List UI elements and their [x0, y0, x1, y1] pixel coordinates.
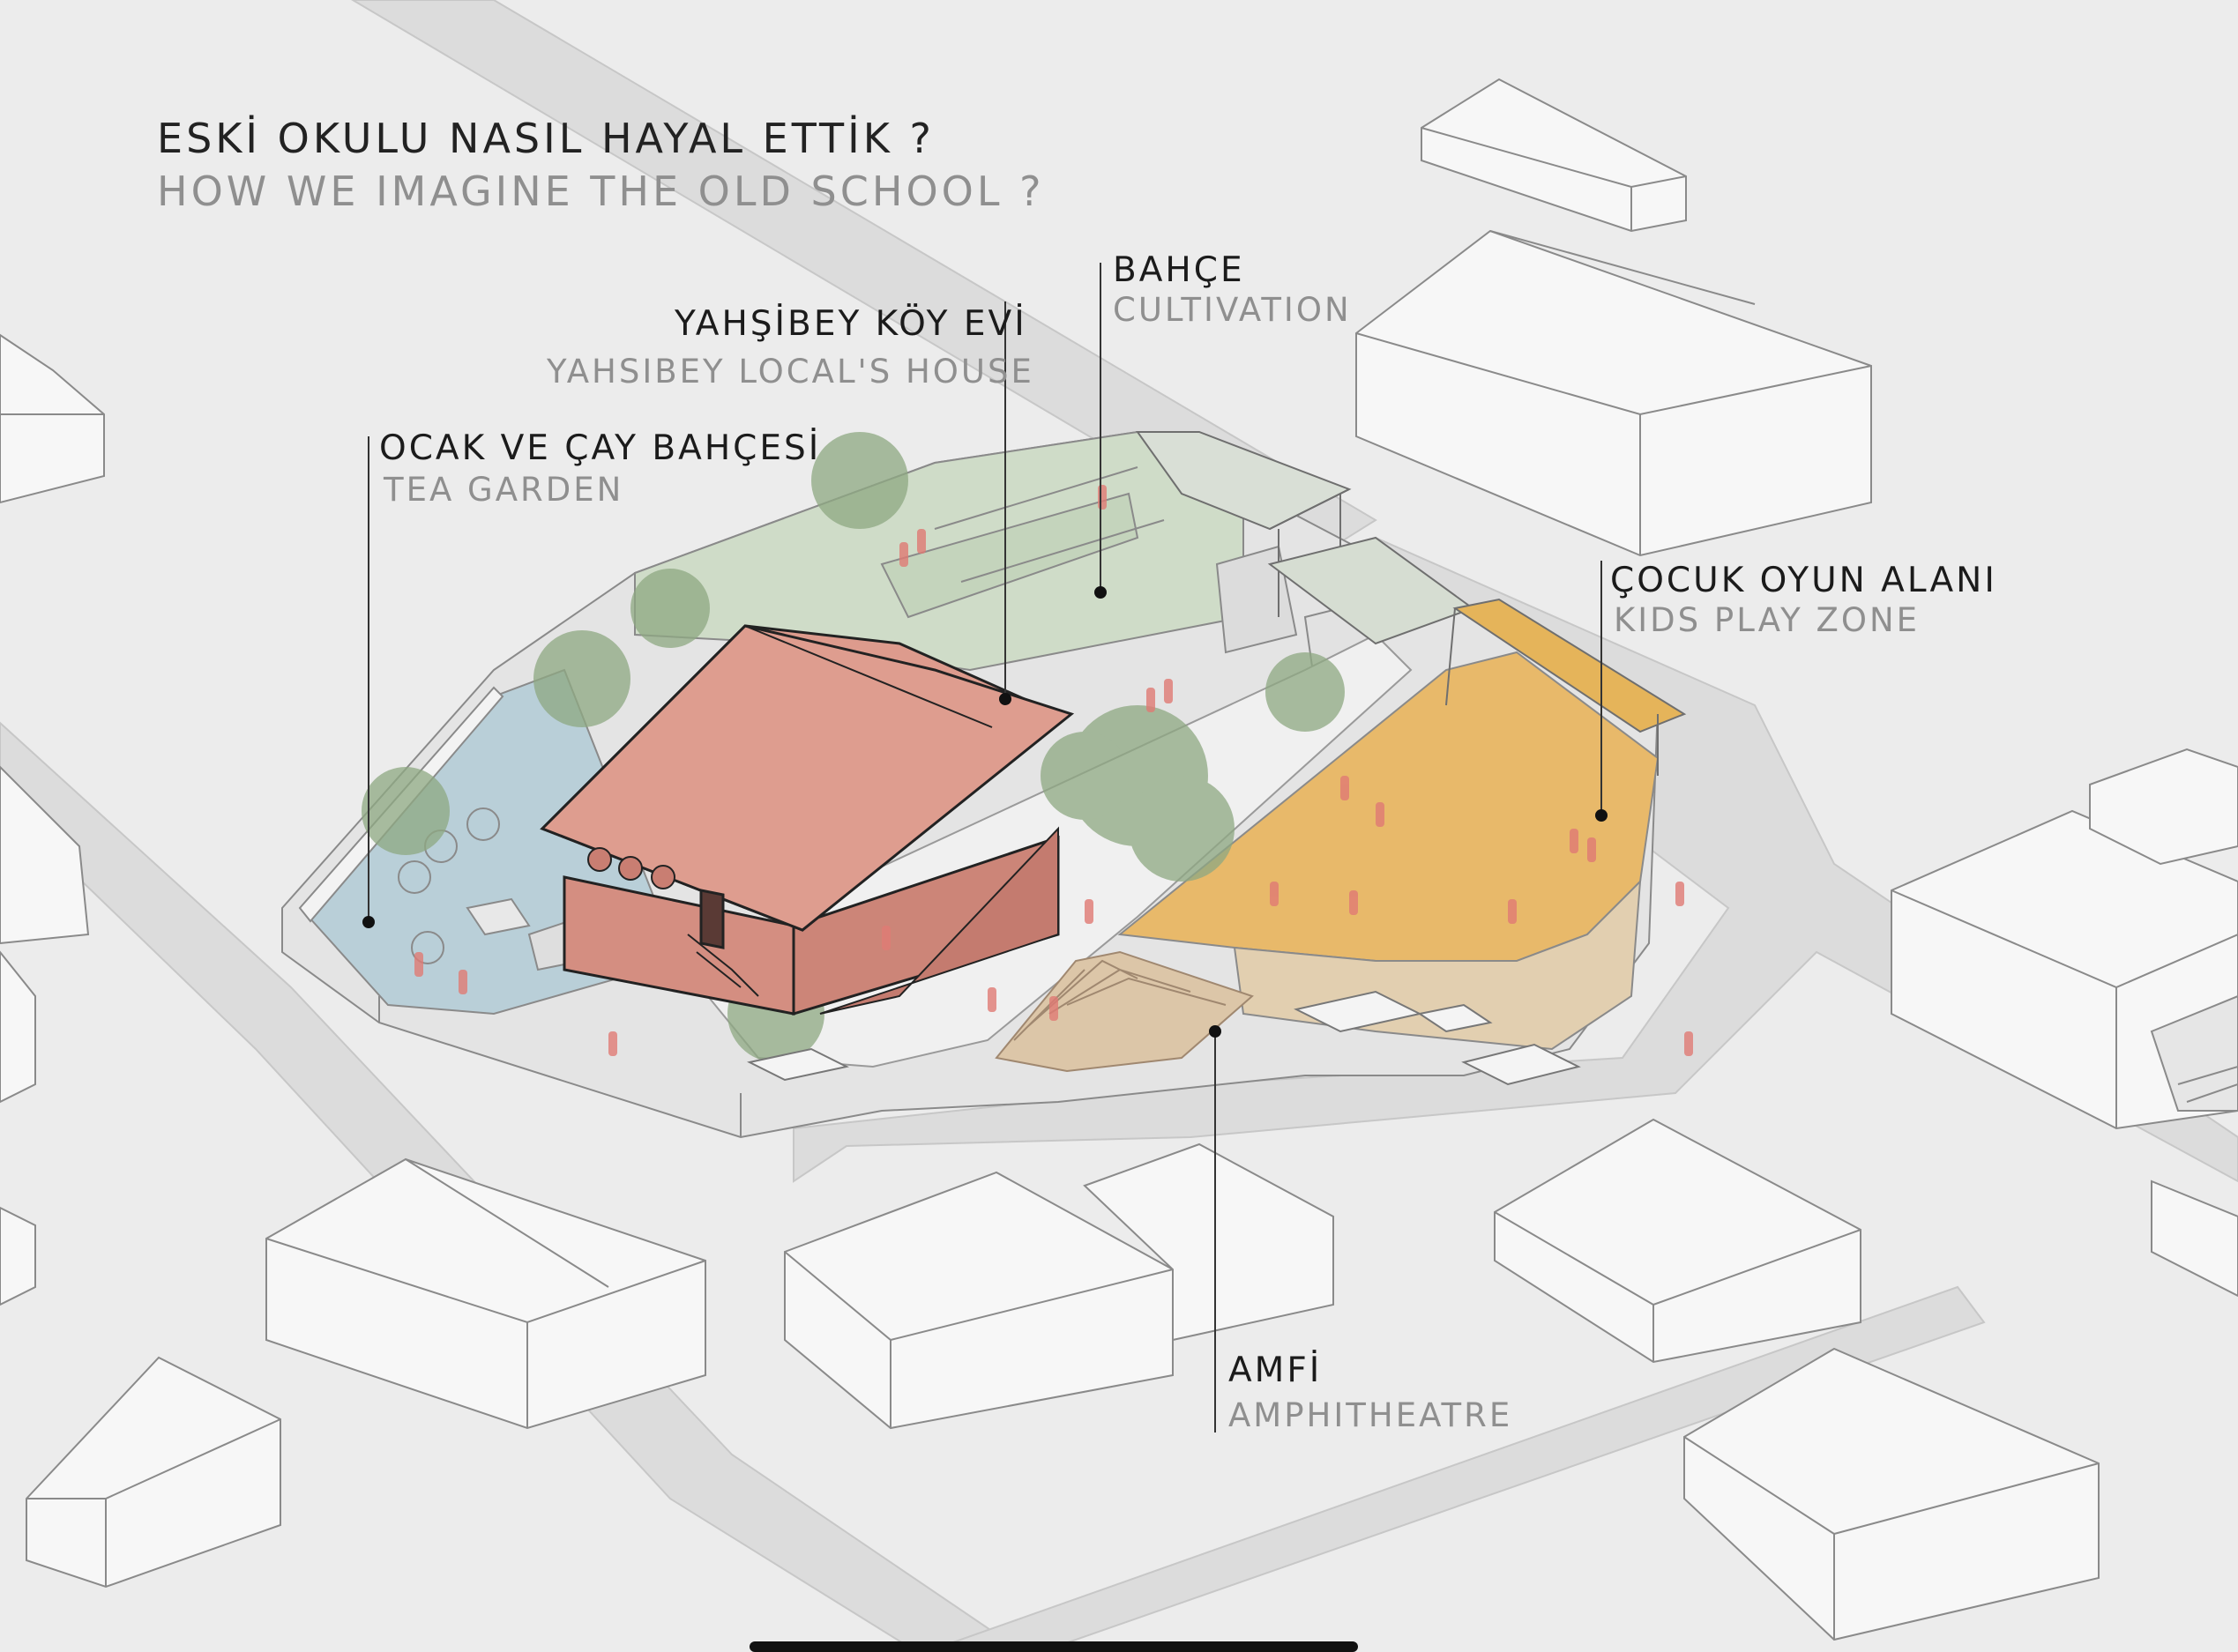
label-kids-play-en: KIDS PLAY ZONE [1614, 601, 1921, 639]
title-turkish: ESKİ OKULU NASIL HAYAL ETTİK ? [157, 115, 935, 162]
home-indicator-bar[interactable] [750, 1641, 1358, 1652]
leader-lines [368, 263, 1602, 1432]
shade-canopies [1136, 431, 1687, 776]
label-cultivation-en: CULTIVATION [1113, 291, 1352, 329]
market-stalls [747, 990, 1581, 1086]
label-amphitheatre-en: AMPHITHEATRE [1228, 1396, 1513, 1434]
label-cultivation-tr: BAHÇE [1113, 250, 1245, 290]
title-english: HOW WE IMAGINE THE OLD SCHOOL ? [157, 167, 1045, 215]
label-local-house-en: YAHSIBEY LOCAL'S HOUSE [547, 353, 1034, 391]
label-local-house-tr: YAHŞİBEY KÖY EVİ [675, 304, 1027, 344]
label-amphitheatre-tr: AMFİ [1228, 1351, 1323, 1390]
label-tea-garden-tr: OCAK VE ÇAY BAHÇESİ [379, 428, 822, 468]
leader-dots [362, 586, 1608, 1038]
local-house [540, 624, 1075, 1016]
label-tea-garden-en: TEA GARDEN [384, 471, 624, 509]
label-kids-play-tr: ÇOCUK OYUN ALANI [1610, 561, 1997, 600]
surrounding-buildings [0, 78, 2238, 1641]
